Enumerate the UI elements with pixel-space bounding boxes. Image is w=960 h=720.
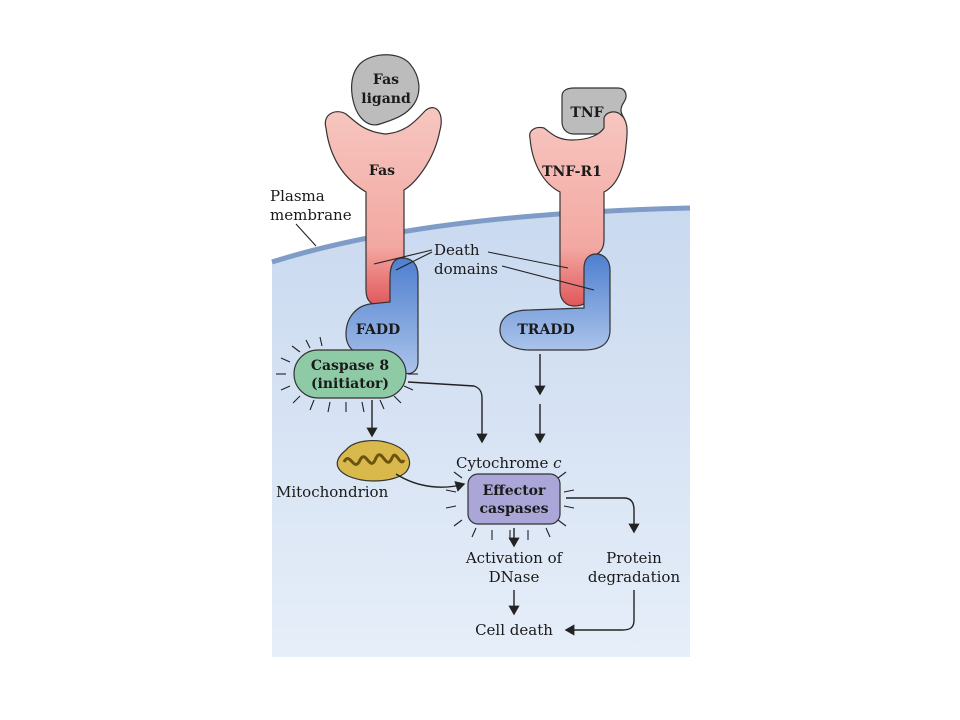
plasma-membrane — [271, 205, 691, 265]
death-label-1: Death — [434, 241, 480, 259]
mitochondrion-label: Mitochondrion — [276, 483, 389, 501]
mitochondrion-shape — [336, 440, 411, 482]
tnf-label: TNF — [570, 105, 603, 121]
cell-death-label: Cell death — [475, 621, 553, 639]
effector-label-2: caspases — [479, 501, 548, 517]
protein-label-2: degradation — [588, 568, 681, 586]
protein-label-1: Protein — [606, 549, 662, 567]
effector-label-1: Effector — [483, 483, 546, 499]
caspase8-label-2: (initiator) — [311, 376, 389, 392]
tnf-r1-shape — [529, 111, 628, 307]
plasma-label-2: membrane — [270, 206, 352, 224]
caspase8-rays — [276, 336, 418, 413]
caspase8-label-1: Caspase 8 — [311, 358, 389, 374]
death-domain-pointers — [373, 249, 595, 291]
fas-label: Fas — [369, 163, 395, 179]
plasma-label-1: Plasma — [270, 187, 325, 205]
dnase-label-2: DNase — [489, 568, 540, 586]
fas-ligand-label-1: Fas — [373, 72, 399, 88]
caspase8-node — [293, 349, 407, 399]
fas-receptor-shape — [324, 107, 442, 307]
fas-ligand-shape — [351, 54, 420, 126]
fas-ligand-label-2: ligand — [361, 91, 411, 107]
pathway-arrows — [366, 354, 640, 636]
dnase-label-1: Activation of — [465, 549, 564, 567]
death-label-2: domains — [434, 260, 498, 278]
tnf-r1-label: TNF-R1 — [542, 164, 602, 180]
plasma-pointer — [295, 223, 317, 247]
fadd-label: FADD — [356, 322, 400, 338]
effector-caspases-node — [467, 473, 561, 525]
tradd-label: TRADD — [517, 322, 574, 338]
cytochrome-label: Cytochrome c — [456, 454, 562, 472]
tradd-shape — [499, 253, 611, 351]
